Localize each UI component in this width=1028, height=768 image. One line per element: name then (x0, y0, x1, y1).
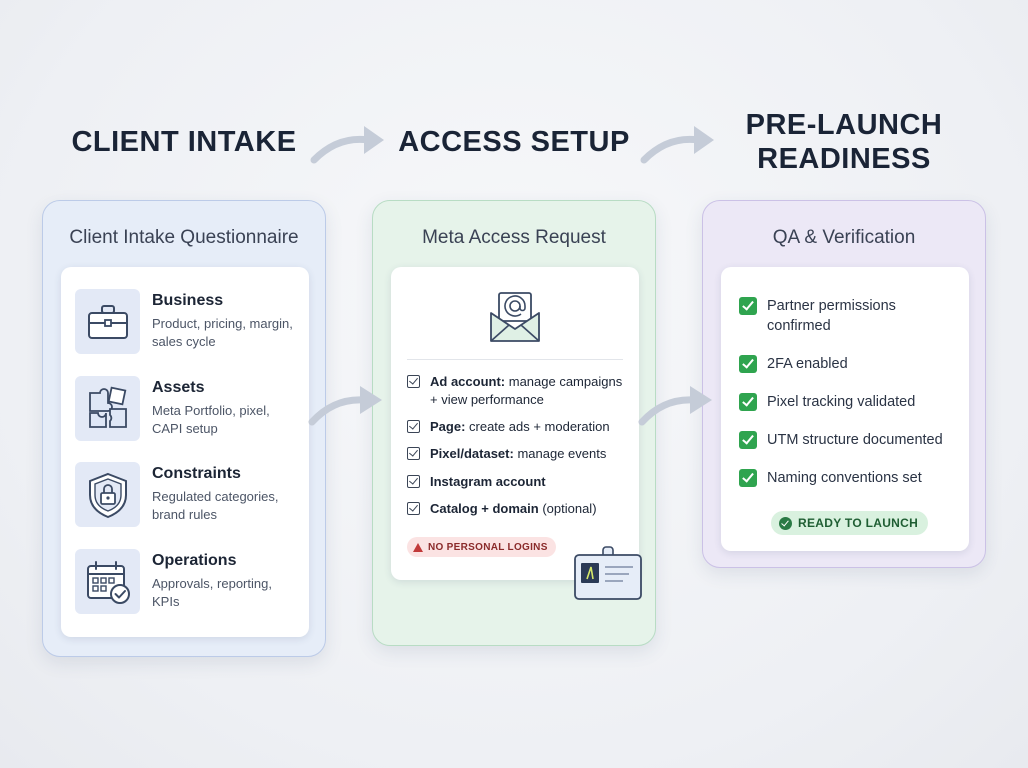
access-item-pixel-dataset: Pixel/dataset: manage events (407, 445, 632, 463)
flow-arrow-icon (638, 386, 712, 426)
qa-item: UTM structure documented (739, 430, 959, 450)
checkbox-checked-icon (407, 447, 420, 460)
access-item-label: Catalog + domain (430, 501, 539, 516)
access-item-detail: manage campaigns + view performance (430, 374, 623, 407)
intake-item-business: Business Product, pricing, margin, sales… (75, 289, 300, 355)
qa-card: Partner permissions confirmed 2FA enable… (721, 267, 969, 551)
intake-item-constraints: Constraints Regulated categories, brand … (75, 462, 300, 528)
intake-item-operations: Operations Approvals, reporting, KPIs (75, 549, 300, 615)
shield-lock-icon (75, 462, 140, 527)
intake-item-name: Operations (152, 552, 237, 569)
flow-arrow-icon (640, 126, 714, 164)
flow-arrow-icon (308, 386, 382, 426)
qa-item-label: 2FA enabled (767, 356, 848, 372)
green-check-icon (739, 393, 757, 411)
green-check-icon (739, 355, 757, 373)
status-text: READY TO LAUNCH (798, 516, 919, 530)
qa-item: Partner permissions confirmed (739, 296, 959, 336)
panel-heading: Client Intake Questionnaire (69, 227, 299, 248)
ready-status-badge: READY TO LAUNCH (771, 511, 929, 535)
green-check-icon (739, 469, 757, 487)
id-badge-icon (574, 546, 642, 600)
intake-item-name: Business (152, 292, 224, 309)
checkbox-checked-icon (407, 475, 420, 488)
access-card: Ad account: manage campaigns + view perf… (391, 267, 642, 600)
access-item-label: Pixel/dataset: (430, 446, 514, 461)
warning-badge: NO PERSONAL LOGINS (407, 537, 556, 557)
checkbox-checked-icon (407, 420, 420, 433)
access-item-catalog-domain: Catalog + domain (optional) (407, 500, 632, 518)
envelope-at-icon (490, 292, 540, 342)
qa-item: Pixel tracking validated (739, 392, 959, 412)
stage-title-client-intake: CLIENT INTAKE (71, 126, 297, 158)
puzzle-icon (75, 376, 140, 441)
checkbox-checked-icon (407, 375, 420, 388)
intake-item-name: Constraints (152, 465, 241, 482)
green-check-icon (739, 431, 757, 449)
panel-heading: Meta Access Request (422, 227, 606, 248)
warning-text: NO PERSONAL LOGINS (428, 541, 548, 553)
briefcase-icon (75, 289, 140, 354)
intake-item-desc: Product, pricing, margin, sales cycle (152, 316, 293, 349)
intake-item-name: Assets (152, 379, 205, 396)
qa-item: 2FA enabled (739, 354, 959, 374)
qa-item-label: UTM structure documented (767, 432, 943, 448)
flow-arrow-icon (310, 126, 384, 164)
check-circle-icon (779, 516, 792, 530)
calendar-check-icon (75, 549, 140, 614)
divider (407, 359, 623, 360)
access-item-ad-account: Ad account: manage campaigns + view perf… (407, 373, 632, 409)
intake-item-desc: Regulated categories, brand rules (152, 489, 279, 522)
intake-item-desc: Meta Portfolio, pixel, CAPI setup (152, 403, 270, 436)
access-item-label: Ad account: (430, 374, 506, 389)
intake-item-desc: Approvals, reporting, KPIs (152, 576, 272, 609)
stage-title-pre-launch-readiness: PRE-LAUNCH READINESS (745, 109, 943, 175)
panel-heading: QA & Verification (772, 227, 916, 248)
checkbox-checked-icon (407, 502, 420, 515)
stage-title-access-setup: ACCESS SETUP (398, 126, 630, 158)
qa-item-label: Pixel tracking validated (767, 394, 916, 410)
qa-item-label: Naming conventions set (767, 470, 922, 486)
access-item-detail: create ads + moderation (465, 419, 610, 434)
access-item-label: Instagram account (430, 474, 546, 489)
access-item-instagram: Instagram account (407, 473, 632, 491)
access-item-detail: (optional) (538, 501, 597, 516)
access-item-label: Page: (430, 419, 466, 434)
intake-card: Business Product, pricing, margin, sales… (61, 267, 309, 637)
access-item-page: Page: create ads + moderation (407, 418, 632, 436)
intake-item-assets: Assets Meta Portfolio, pixel, CAPI setup (75, 376, 300, 442)
green-check-icon (739, 297, 757, 315)
qa-item-label: Partner permissions confirmed (767, 298, 896, 334)
qa-item: Naming conventions set (739, 468, 959, 488)
warning-icon (413, 542, 423, 552)
qa-verification-panel: QA & Verification Partner permissions co… (702, 200, 986, 568)
client-intake-panel: Client Intake Questionnaire Business Pro… (42, 200, 326, 657)
access-item-detail: manage events (513, 446, 607, 461)
meta-access-panel: Meta Access Request Ad account: manage c… (372, 200, 656, 646)
